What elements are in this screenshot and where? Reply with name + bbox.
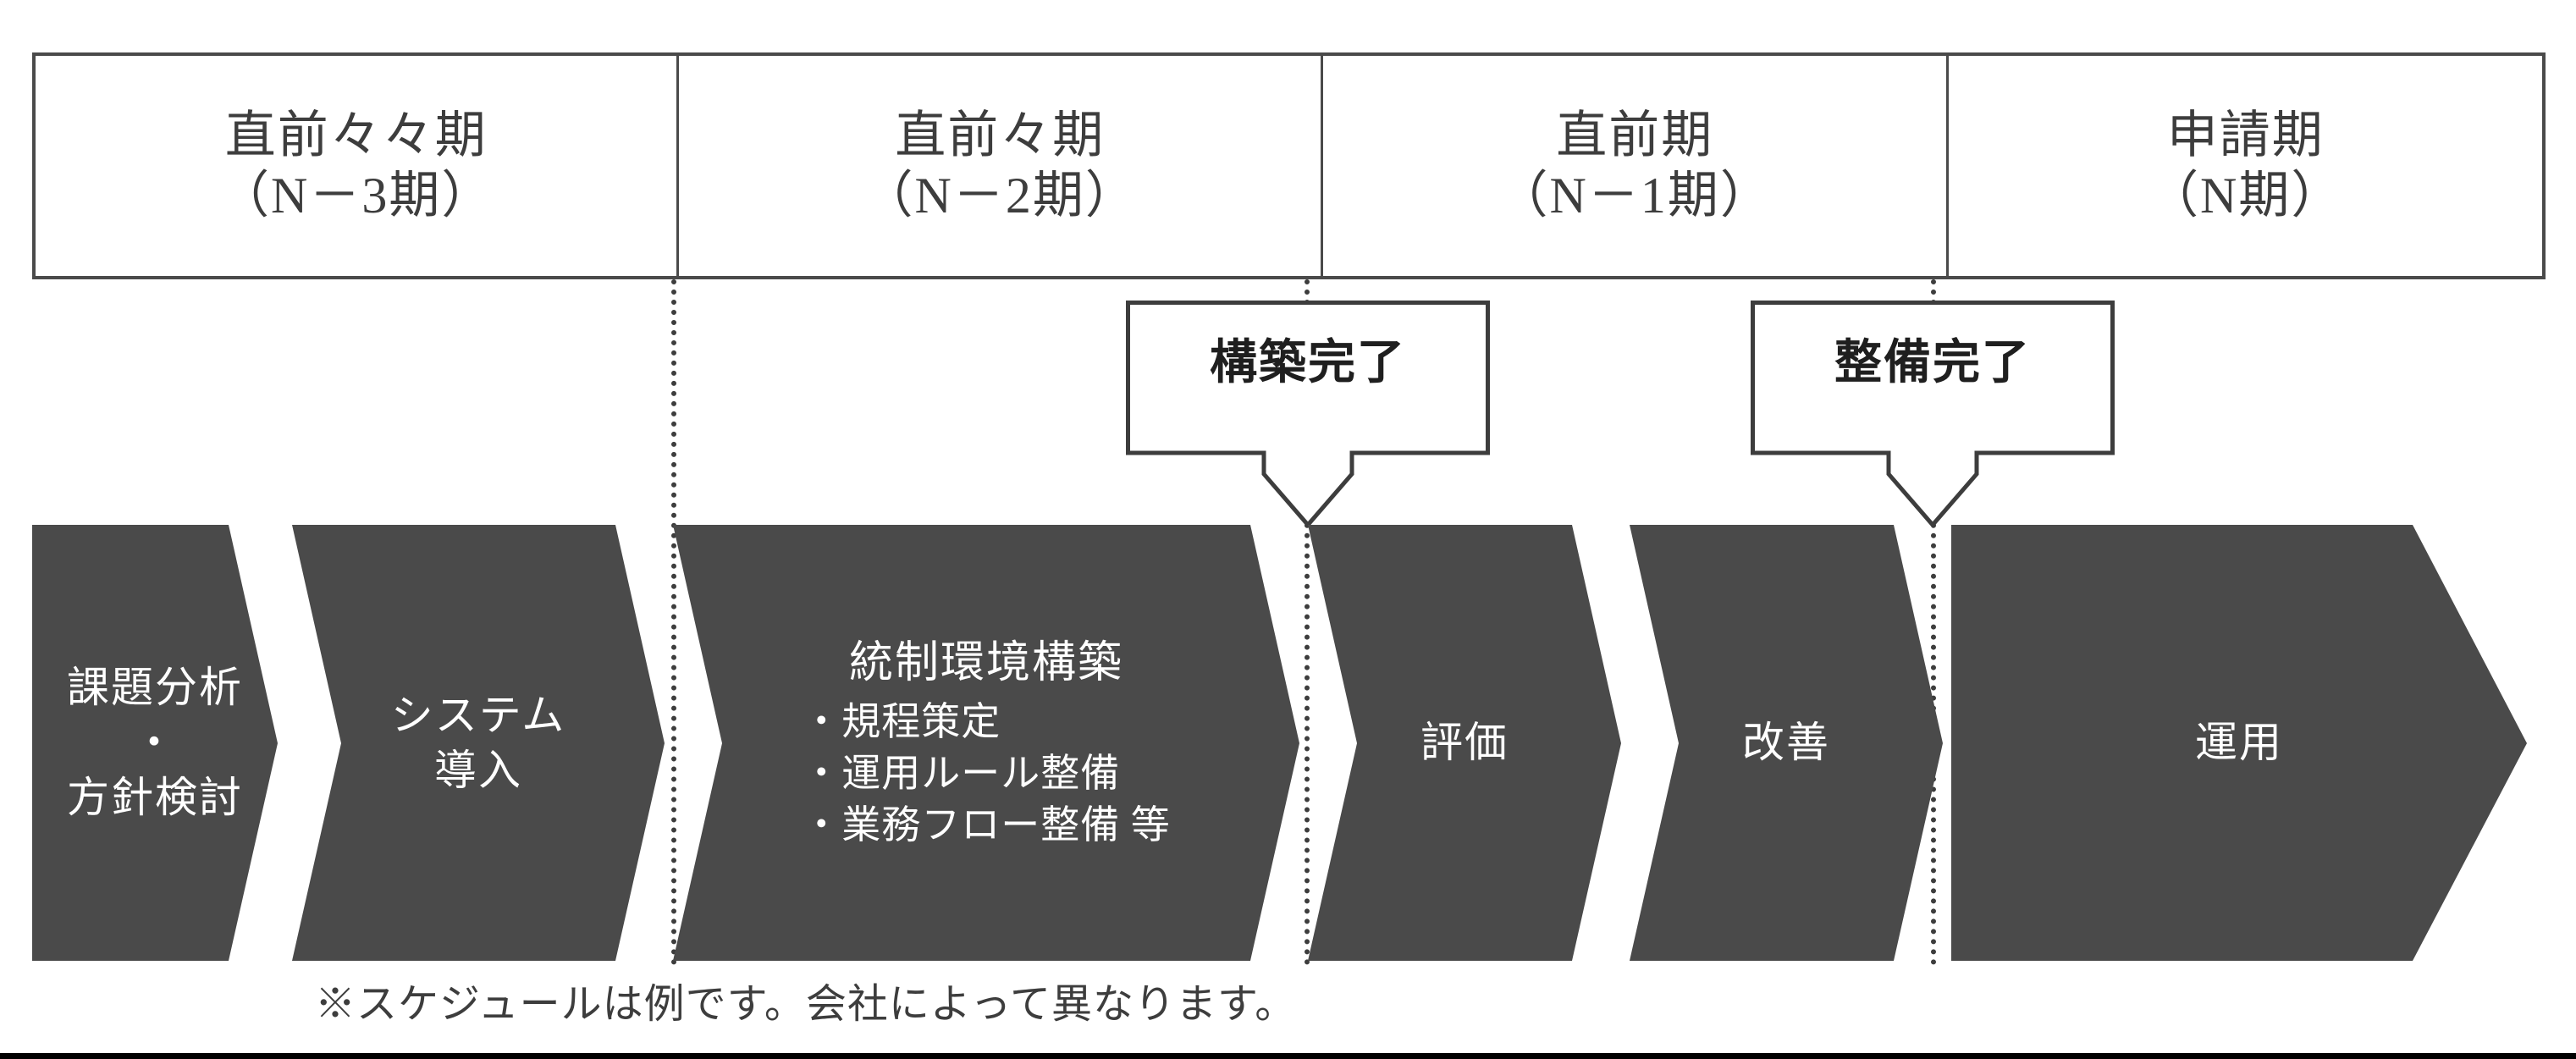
phase-chevron-issue-analysis: 課題分析 ・ 方針検討	[32, 525, 278, 961]
period-cell-n-minus-1: 直前期 （N－1期）	[1323, 56, 1950, 276]
period-name: 直前期	[1556, 108, 1714, 164]
chevron-shape-icon	[1308, 525, 1621, 961]
period-code: （N－1期）	[1497, 168, 1773, 223]
milestone-callout-construction-complete: 構築完了	[1126, 301, 1490, 529]
period-divider-dotted-3	[1931, 279, 1936, 965]
period-divider-dotted-1	[671, 279, 676, 965]
period-code: （N－3期）	[218, 168, 494, 223]
milestone-callout-development-complete: 整備完了	[1751, 301, 2115, 529]
down-arrow-callout-icon	[1126, 301, 1490, 528]
period-cell-n-minus-3: 直前々々期 （N－3期）	[36, 56, 680, 276]
milestone-label: 構築完了	[1210, 337, 1406, 389]
period-cell-n: 申請期 （N期）	[1949, 56, 2542, 276]
milestone-label: 整備完了	[1834, 337, 2031, 389]
phase-chevron-system-introduction: システム 導入	[292, 525, 665, 961]
period-cell-n-minus-2: 直前々期 （N－2期）	[679, 56, 1323, 276]
period-code: （N－2期）	[862, 168, 1138, 223]
chevron-shape-icon	[292, 525, 665, 961]
chevron-shape-icon	[32, 525, 278, 961]
chevron-shape-icon	[673, 525, 1299, 961]
chevron-shape-icon	[1951, 525, 2527, 961]
phase-chevron-control-environment: 統制環境構築 ・規程策定 ・運用ルール整備 ・業務フロー整備 等	[673, 525, 1299, 961]
period-code: （N期）	[2148, 168, 2344, 223]
down-arrow-callout-icon	[1751, 301, 2115, 528]
phase-chevron-evaluation: 評価	[1308, 525, 1621, 961]
phase-chevron-improvement: 改善	[1630, 525, 1943, 961]
period-name: 直前々期	[895, 108, 1106, 164]
period-name: 直前々々期	[224, 108, 488, 164]
period-name: 申請期	[2166, 108, 2325, 164]
period-header-table: 直前々々期 （N－3期） 直前々期 （N－2期） 直前期 （N－1期） 申請期 …	[32, 52, 2546, 279]
phase-chevron-operation: 運用	[1951, 525, 2527, 961]
footnote-text: ※スケジュールは例です。会社によって異なります。	[315, 982, 1297, 1027]
period-divider-dotted-2	[1305, 279, 1310, 965]
page-bottom-rule	[0, 1053, 2576, 1059]
chevron-shape-icon	[1630, 525, 1943, 961]
